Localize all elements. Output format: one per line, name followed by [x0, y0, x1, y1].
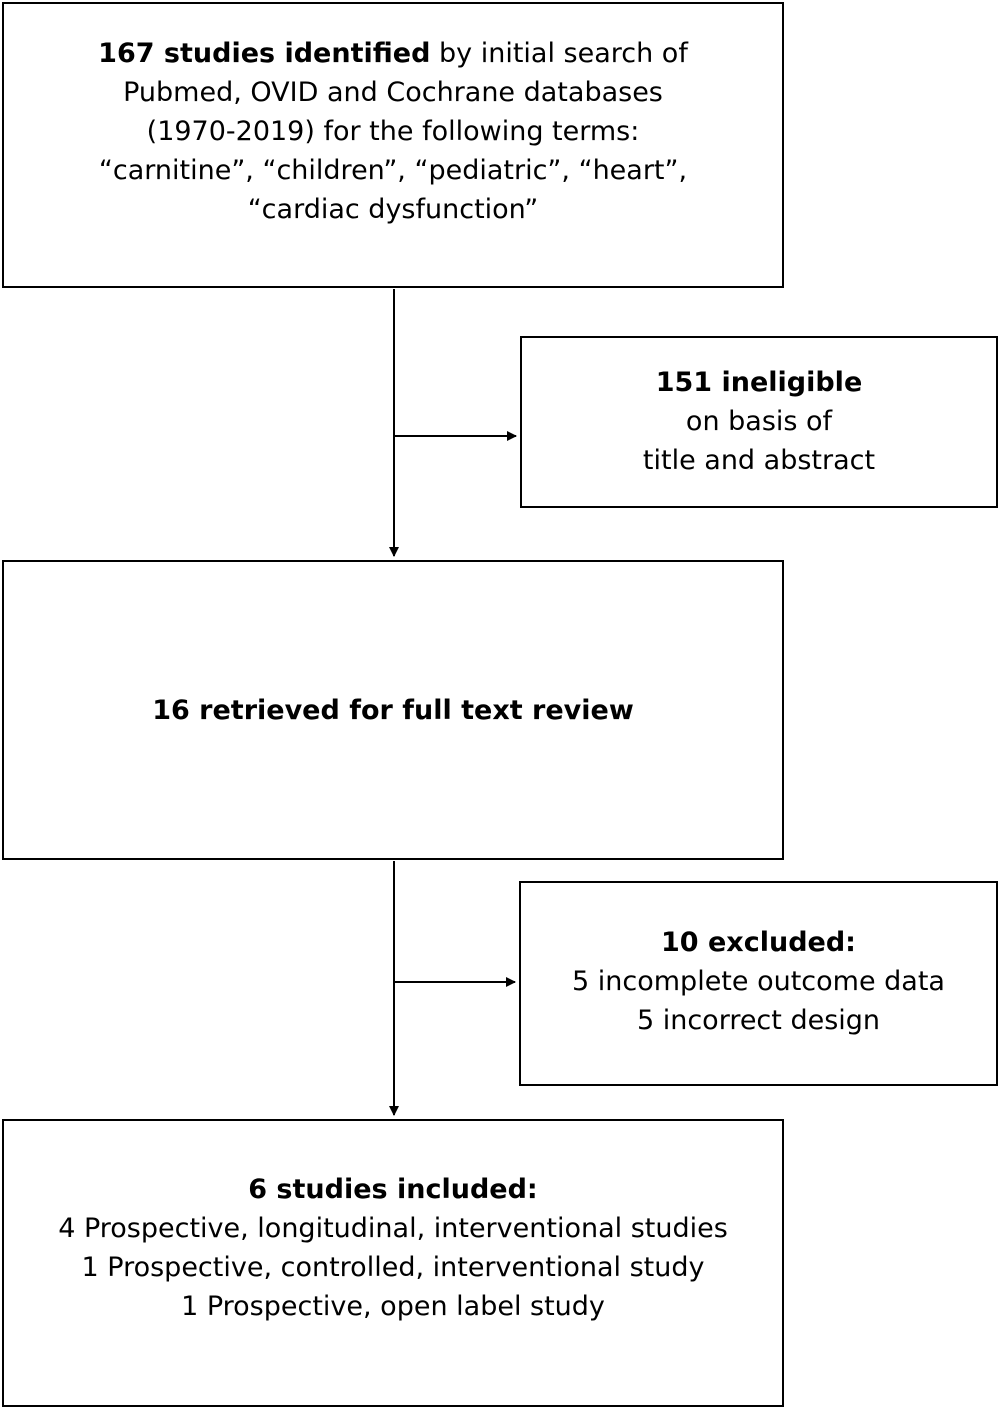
included-item-2: 1 Prospective, controlled, interventiona… — [81, 1252, 705, 1283]
excluded-reason-2: 5 incorrect design — [636, 1005, 881, 1036]
retrieved-title: 16 retrieved for full text review — [152, 694, 634, 726]
identified-line-1-rest: by initial search of — [430, 37, 688, 69]
identified-line-1: 167 studies identified by initial search… — [98, 34, 688, 73]
ineligible-title: 151 ineligible — [655, 366, 863, 398]
retrieved-box: 16 retrieved for full text review — [2, 560, 784, 860]
identified-count: 167 studies identified — [98, 37, 431, 69]
included-title: 6 studies included: — [248, 1174, 538, 1205]
ineligible-line-3: title and abstract — [642, 444, 876, 476]
excluded-title: 10 excluded: — [661, 927, 856, 958]
included-item-3: 1 Prospective, open label study — [181, 1291, 605, 1322]
identified-box: 167 studies identified by initial search… — [2, 2, 784, 288]
ineligible-line-2: on basis of — [685, 405, 833, 437]
excluded-reason-1: 5 incomplete outcome data — [572, 966, 945, 997]
ineligible-box: 151 ineligible on basis of title and abs… — [520, 336, 998, 508]
identified-line-3: (1970-2019) for the following terms: — [146, 115, 640, 147]
identified-line-5: “cardiac dysfunction” — [247, 193, 539, 225]
included-box: 6 studies included: 4 Prospective, longi… — [2, 1119, 784, 1407]
identified-line-2: Pubmed, OVID and Cochrane databases — [123, 76, 663, 108]
identified-line-4: “carnitine”, “children”, “pediatric”, “h… — [98, 154, 688, 186]
included-item-1: 4 Prospective, longitudinal, interventio… — [58, 1213, 728, 1244]
excluded-box: 10 excluded: 5 incomplete outcome data 5… — [519, 881, 998, 1086]
